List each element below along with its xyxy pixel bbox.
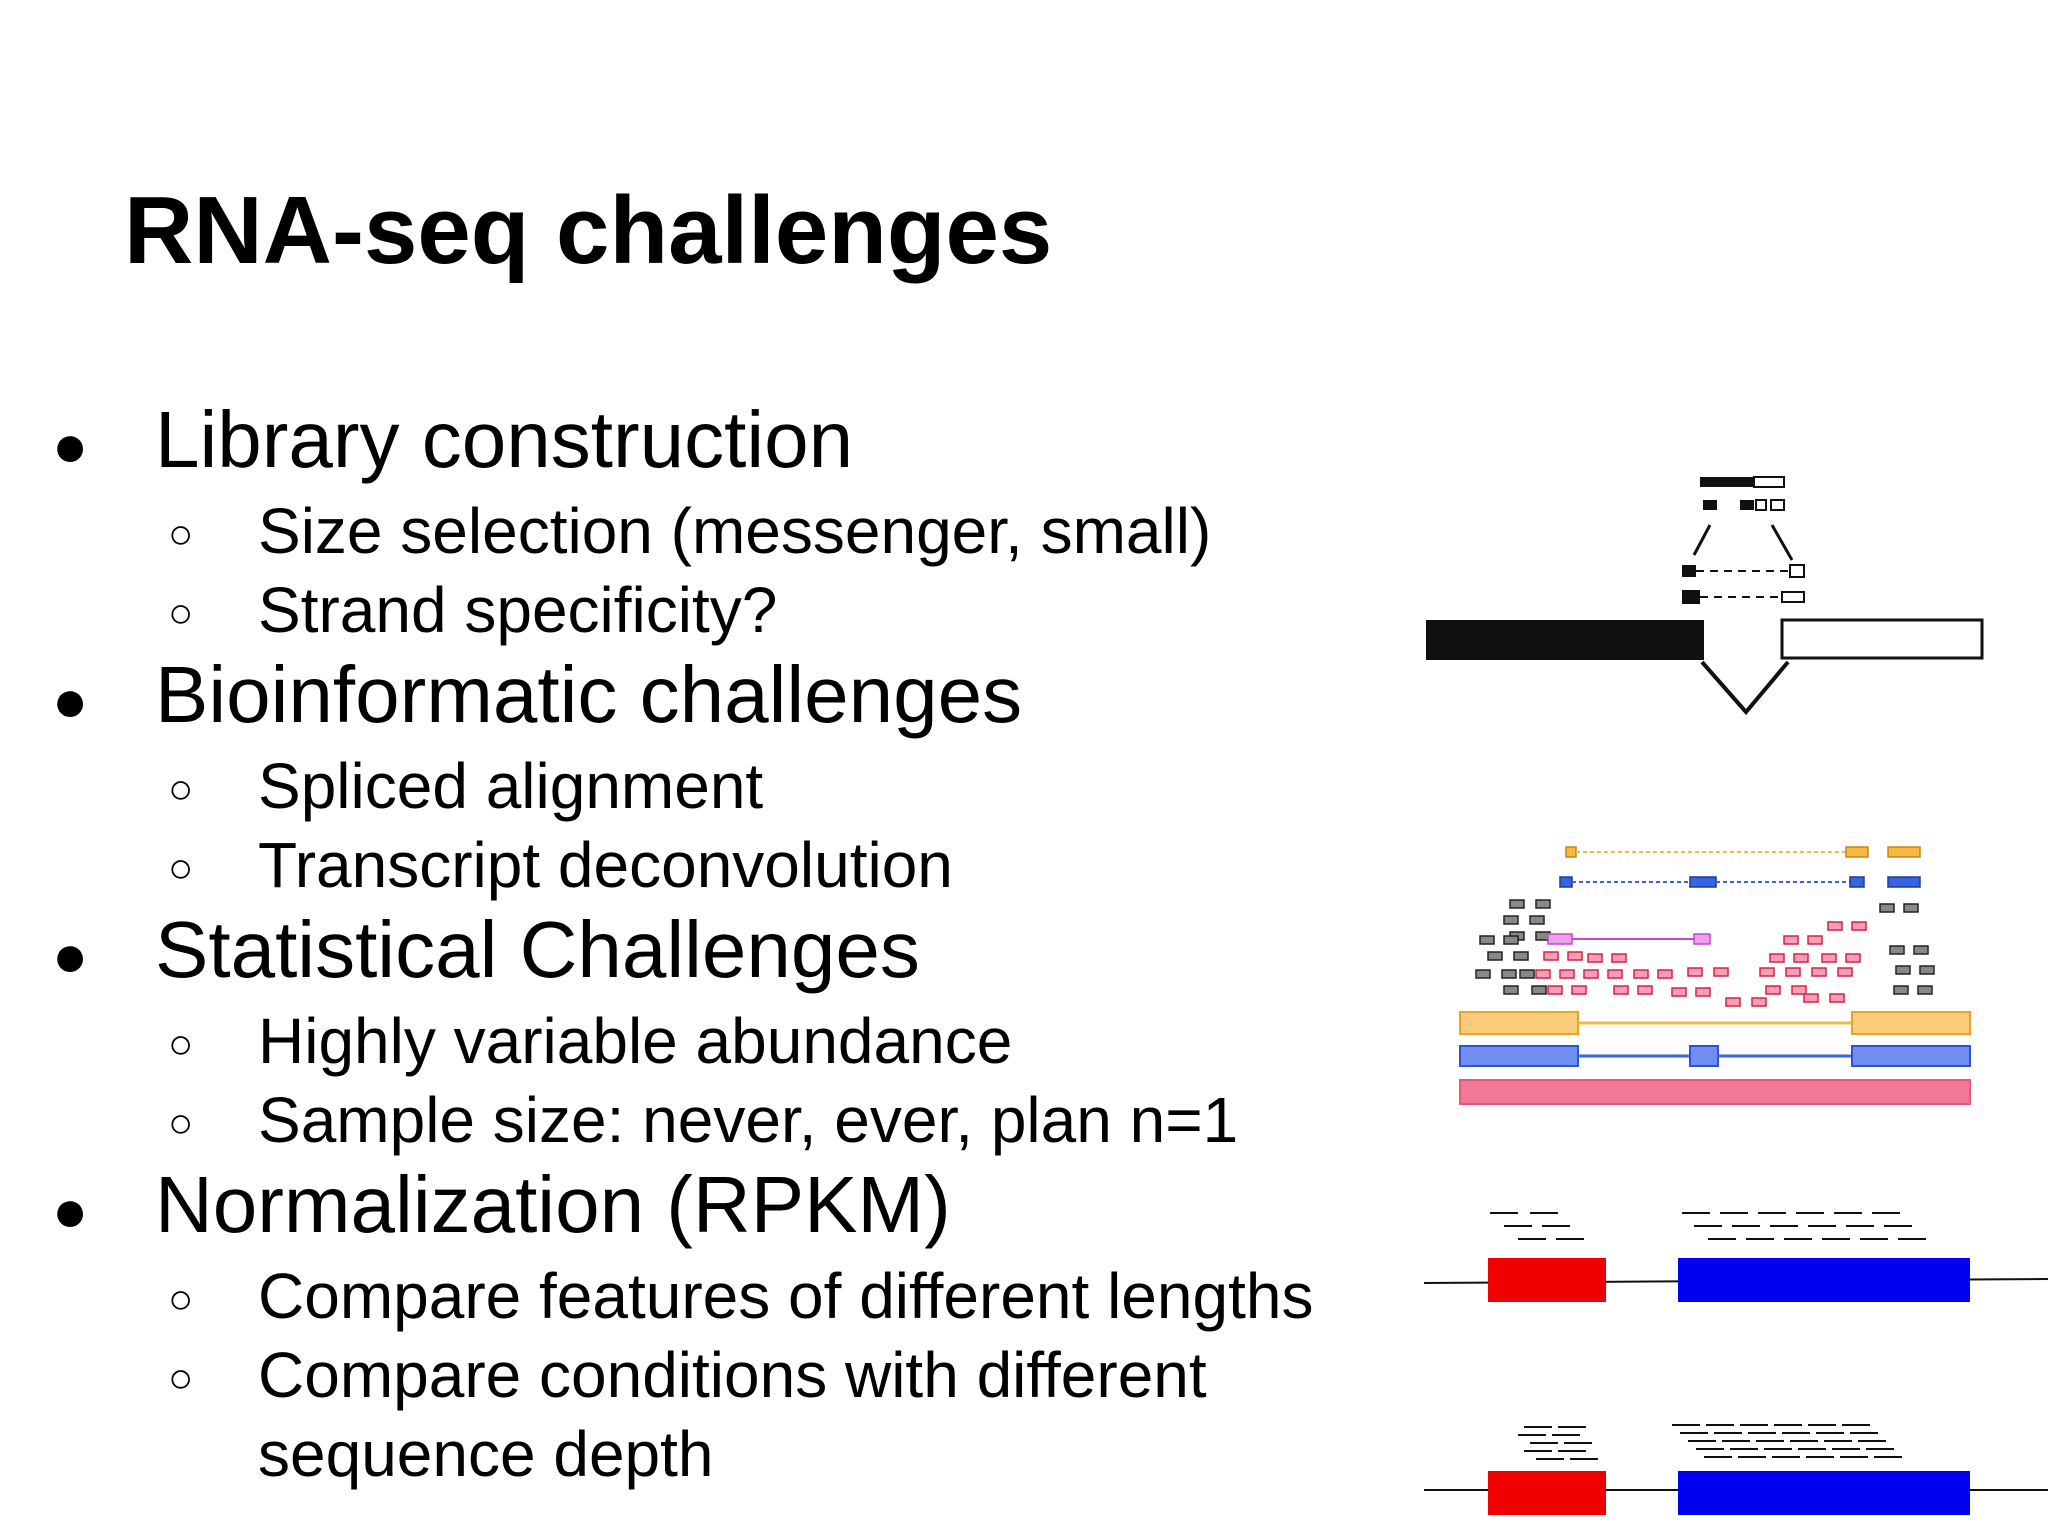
sub-bullet-circle: ○	[168, 1020, 194, 1067]
bullet-dot: ●	[52, 412, 89, 479]
bullet-heading-statistical: Statistical Challenges	[155, 905, 920, 994]
bullet-heading-library: Library construction	[155, 395, 854, 484]
gene-reads-high-depth	[1424, 1424, 2048, 1515]
sub-item-size-selection: Size selection (messenger, small)	[258, 495, 1212, 567]
bullet-heading-normalization: Normalization (RPKM)	[155, 1160, 951, 1249]
bullet-heading-bioinformatic: Bioinformatic challenges	[155, 650, 1023, 739]
bullet-list: ● Library construction ○ Size selection …	[52, 395, 1314, 1490]
sub-bullet-circle: ○	[168, 765, 194, 812]
rna-seq-illustration	[1418, 470, 2048, 1536]
sub-item-transcript-deconvolution: Transcript deconvolution	[258, 829, 953, 901]
sub-bullet-circle: ○	[168, 589, 194, 636]
sub-item-variable-abundance: Highly variable abundance	[258, 1005, 1013, 1077]
sub-bullet-circle: ○	[168, 510, 194, 557]
sub-bullet-circle: ○	[168, 1099, 194, 1146]
sub-item-spliced-alignment: Spliced alignment	[258, 750, 764, 822]
spliced-read-diagram	[1426, 476, 1984, 716]
bullet-dot: ●	[52, 922, 89, 989]
illustration-svg	[1423, 476, 2048, 1515]
sub-bullet-circle: ○	[168, 844, 194, 891]
sub-bullet-circle: ○	[168, 1354, 194, 1401]
bullet-dot: ●	[52, 1177, 89, 1244]
sub-item-sequence-depth-cont: sequence depth	[258, 1418, 714, 1490]
gene-reads-low-depth	[1423, 1212, 2048, 1302]
sub-item-sample-size: Sample size: never, ever, plan n=1	[258, 1084, 1239, 1156]
bullet-dot: ●	[52, 667, 89, 734]
sub-item-feature-lengths: Compare features of different lengths	[258, 1260, 1314, 1332]
slide-title: RNA-seq challenges	[124, 177, 1053, 284]
sub-bullet-circle: ○	[168, 1275, 194, 1322]
sub-item-sequence-depth: Compare conditions with different	[258, 1339, 1207, 1411]
transcript-deconvolution-diagram	[1459, 846, 1971, 1105]
sub-item-strand-specificity: Strand specificity?	[258, 574, 778, 646]
